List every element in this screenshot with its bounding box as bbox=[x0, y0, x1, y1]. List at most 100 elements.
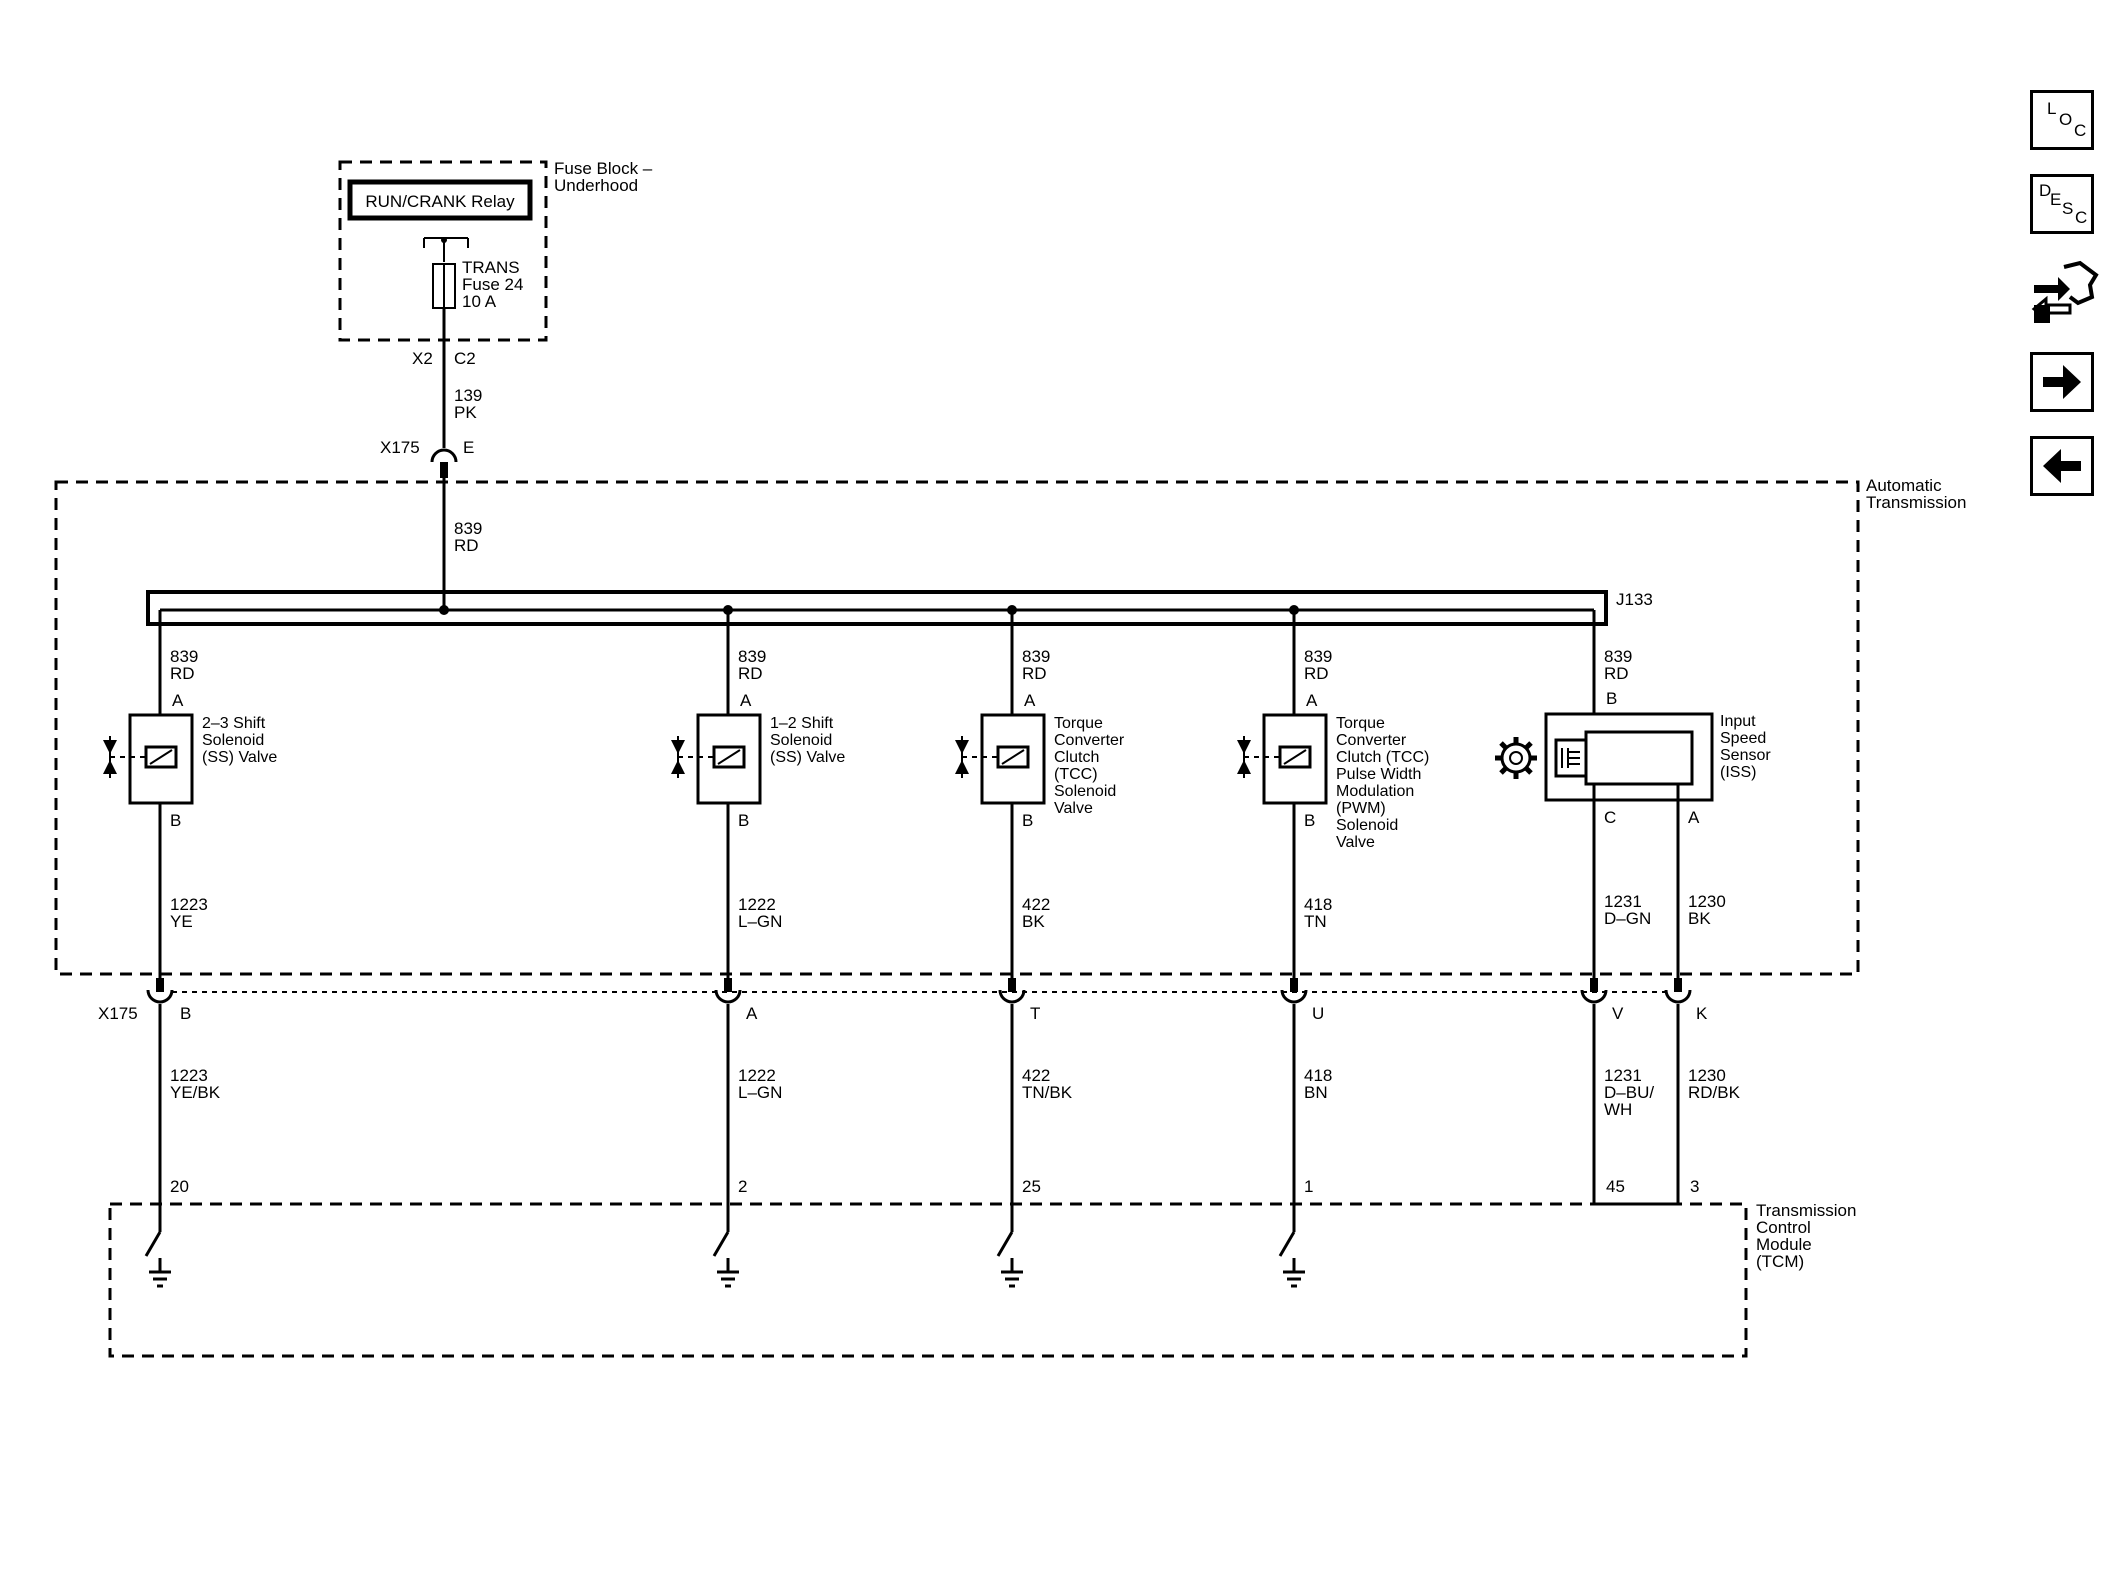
x175-top-label: X175 bbox=[380, 438, 420, 457]
b4-pin-b: B bbox=[1304, 811, 1315, 830]
x175-pin-b: B bbox=[180, 1004, 191, 1023]
harness-wires bbox=[158, 1004, 1680, 1210]
b2-name-2: Solenoid bbox=[770, 732, 832, 749]
b2-pin-a: A bbox=[740, 691, 752, 710]
b2-top-color: RD bbox=[738, 664, 763, 683]
h2-color: L–GN bbox=[738, 1083, 782, 1102]
iss-pin-a: A bbox=[1688, 808, 1700, 827]
next-page-button[interactable] bbox=[2030, 352, 2094, 412]
b4-pin-a: A bbox=[1306, 691, 1318, 710]
b1-name-2: Solenoid bbox=[202, 732, 264, 749]
iss-top-color: RD bbox=[1604, 664, 1629, 683]
automatic-transmission-outline bbox=[54, 480, 1860, 976]
tcm-pin-25: 25 bbox=[1022, 1177, 1041, 1196]
b2-out-color: L–GN bbox=[738, 912, 782, 931]
iss-a-color: BK bbox=[1688, 909, 1711, 928]
fuse-block: Fuse Block – Underhood RUN/CRANK Relay T… bbox=[338, 159, 653, 368]
h5-color-2: WH bbox=[1604, 1100, 1632, 1119]
b1-out-circuit: 1223 bbox=[170, 895, 208, 914]
iss-pin-b: B bbox=[1606, 689, 1617, 708]
x175-pin-v: V bbox=[1612, 1004, 1624, 1023]
transmission-title-2: Transmission bbox=[1866, 493, 1966, 512]
h2-circuit: 1222 bbox=[738, 1066, 776, 1085]
run-crank-relay-label: RUN/CRANK Relay bbox=[365, 192, 515, 211]
h5-circuit: 1231 bbox=[1604, 1066, 1642, 1085]
b4-top-color: RD bbox=[1304, 664, 1329, 683]
b4-name-8: Valve bbox=[1336, 834, 1375, 851]
desc-letter-e: E bbox=[2050, 190, 2062, 209]
b1-pin-b: B bbox=[170, 811, 181, 830]
b3-name-3: Clutch bbox=[1054, 749, 1099, 766]
previous-page-button[interactable] bbox=[2030, 436, 2094, 496]
x175-connector-top bbox=[430, 448, 458, 463]
tcm-pin-1: 1 bbox=[1304, 1177, 1313, 1196]
desc-letter-s: S bbox=[2062, 199, 2074, 218]
loc-letter-c: C bbox=[2074, 121, 2087, 140]
loc-letter-o: O bbox=[2059, 110, 2073, 129]
location-button[interactable]: L O C bbox=[2030, 90, 2094, 150]
b1-name-1: 2–3 Shift bbox=[202, 715, 266, 732]
run-crank-relay-box bbox=[347, 179, 533, 221]
loc-letter-l: L bbox=[2047, 99, 2057, 118]
b3-top-color: RD bbox=[1022, 664, 1047, 683]
tcm-pin-3: 3 bbox=[1690, 1177, 1699, 1196]
input-speed-sensor: 839 RD B Input Speed Sensor bbox=[1495, 610, 1771, 978]
fuse-label-2: Fuse 24 bbox=[462, 275, 523, 294]
iss-name-3: Sensor bbox=[1720, 747, 1771, 764]
tcm-title-3: Module bbox=[1756, 1235, 1812, 1254]
iss-a-circuit: 1230 bbox=[1688, 892, 1726, 911]
b3-name-6: Valve bbox=[1054, 800, 1093, 817]
iss-inner-box bbox=[1584, 730, 1694, 786]
tcm-drivers bbox=[144, 1210, 1305, 1288]
x175-bottom-label: X175 bbox=[98, 1004, 138, 1023]
iss-name-2: Speed bbox=[1720, 730, 1766, 747]
tcm-pin-45: 45 bbox=[1606, 1177, 1625, 1196]
fuse-label-1: TRANS bbox=[462, 258, 520, 277]
arrow-left-icon bbox=[2043, 449, 2081, 483]
b4-out-circuit: 418 bbox=[1304, 895, 1332, 914]
transmission-title-1: Automatic bbox=[1866, 476, 1942, 495]
j133-splice-pack bbox=[146, 590, 1608, 626]
b3-top-circuit: 839 bbox=[1022, 647, 1050, 666]
connector-tool-button[interactable] bbox=[2030, 255, 2100, 327]
b3-name-2: Converter bbox=[1054, 732, 1125, 749]
branch-tcc-solenoid: 839 RD A Torque Converter Clutch (TCC) S… bbox=[955, 605, 1125, 978]
b3-name-1: Torque bbox=[1054, 715, 1103, 732]
b1-out-color: YE bbox=[170, 912, 193, 931]
arrow-right-icon bbox=[2043, 365, 2081, 399]
b2-top-circuit: 839 bbox=[738, 647, 766, 666]
fuse-connector-x2: X2 bbox=[412, 349, 433, 368]
iss-c-color: D–GN bbox=[1604, 909, 1651, 928]
iss-name-4: (ISS) bbox=[1720, 764, 1756, 781]
b3-name-4: (TCC) bbox=[1054, 766, 1098, 783]
b4-name-4: Pulse Width bbox=[1336, 766, 1421, 783]
iss-c-circuit: 1231 bbox=[1604, 892, 1642, 911]
wire-839-circuit: 839 bbox=[454, 519, 482, 538]
x175-pin-k: K bbox=[1696, 1004, 1708, 1023]
tcm-outline bbox=[108, 1202, 1748, 1358]
tcm-title-1: Transmission bbox=[1756, 1201, 1856, 1220]
tcm-title-2: Control bbox=[1756, 1218, 1811, 1237]
b2-name-1: 1–2 Shift bbox=[770, 715, 834, 732]
branch-1-2-shift-solenoid: 839 RD A 1–2 Shift Solenoid (SS) Valve B… bbox=[671, 605, 845, 978]
b3-pin-b: B bbox=[1022, 811, 1033, 830]
x175-pin-t: T bbox=[1030, 1004, 1040, 1023]
h1-circuit: 1223 bbox=[170, 1066, 208, 1085]
x175-pin-a: A bbox=[746, 1004, 758, 1023]
h1-color: YE/BK bbox=[170, 1083, 221, 1102]
b3-out-circuit: 422 bbox=[1022, 895, 1050, 914]
wire-839-color: RD bbox=[454, 536, 479, 555]
h4-color: BN bbox=[1304, 1083, 1328, 1102]
wire-139-color: PK bbox=[454, 403, 477, 422]
x175-pin-u: U bbox=[1312, 1004, 1324, 1023]
b1-pin-a: A bbox=[172, 691, 184, 710]
iss-top-circuit: 839 bbox=[1604, 647, 1632, 666]
iss-pin-c: C bbox=[1604, 808, 1616, 827]
wire-139-circuit: 139 bbox=[454, 386, 482, 405]
iss-name-1: Input bbox=[1720, 713, 1756, 730]
fuse-label-3: 10 A bbox=[462, 292, 497, 311]
tcm-pin-2: 2 bbox=[738, 1177, 747, 1196]
description-button[interactable]: D E S C bbox=[2030, 174, 2094, 234]
b3-pin-a: A bbox=[1024, 691, 1036, 710]
